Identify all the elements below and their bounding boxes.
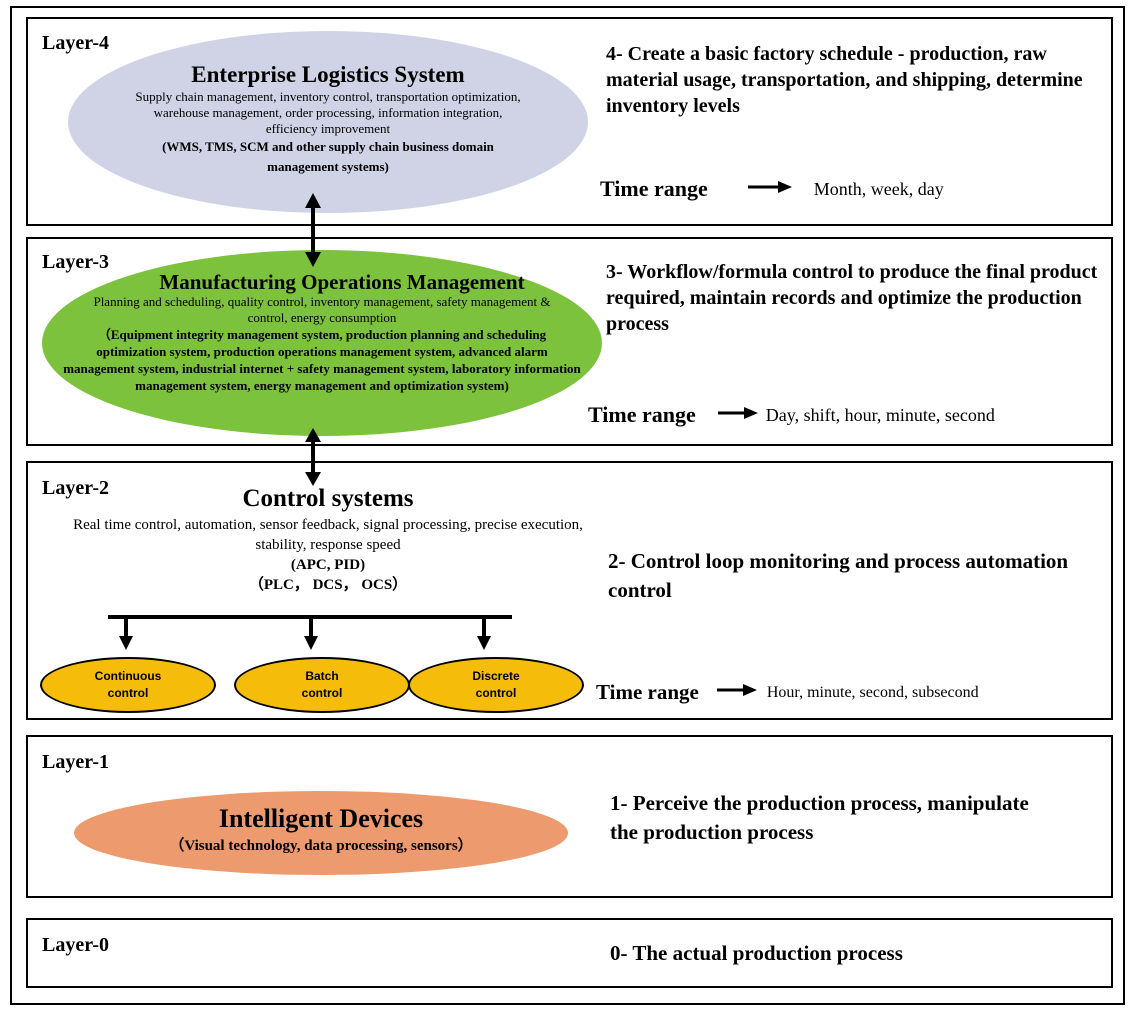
double-arrow-3-2-icon — [305, 428, 321, 486]
intelligent-devices-technologies: （Visual technology, data processing, sen… — [169, 838, 473, 854]
continuous-control-oval: Continuous control — [40, 657, 216, 713]
control-systems-block: Control systems Real time control, autom… — [58, 483, 598, 595]
layer-2-box: Layer-2 Control systems Real time contro… — [26, 461, 1113, 720]
manufacturing-operations-functions: Planning and scheduling, quality control… — [93, 294, 551, 325]
intelligent-devices-title: Intelligent Devices — [218, 804, 424, 833]
arrow-right-icon — [717, 406, 758, 425]
layer-0-label: Layer-0 — [42, 934, 110, 956]
layer-2-description: 2- Control loop monitoring and process a… — [608, 549, 1069, 602]
batch-control-oval: Batch control — [234, 657, 410, 713]
discrete-control-label: Discrete control — [472, 669, 520, 700]
layer-1-label: Layer-1 — [42, 751, 110, 773]
arrow-right-icon — [716, 683, 757, 702]
layer-4-time-range: Time range Month, week, day — [600, 176, 944, 202]
diagram-frame — [10, 6, 1125, 1005]
layer-3-time-value: Day, shift, hour, minute, second — [765, 404, 995, 425]
layer-1-box: Layer-1 Intelligent Devices （Visual tech… — [26, 735, 1113, 898]
manufacturing-operations-title: Manufacturing Operations Management — [159, 270, 525, 294]
layer-4-description: 4- Create a basic factory schedule - pro… — [606, 43, 1083, 117]
manufacturing-operations-ellipse: Manufacturing Operations Management Plan… — [42, 250, 602, 436]
enterprise-logistics-title: Enterprise Logistics System — [191, 62, 465, 87]
control-systems-apc: (APC, PID) — [290, 557, 366, 573]
enterprise-logistics-functions: Supply chain management, inventory contr… — [135, 89, 521, 136]
control-branch-connector — [108, 615, 512, 650]
layer-2-time-label: Time range — [596, 680, 699, 704]
discrete-control-oval: Discrete control — [408, 657, 584, 713]
continuous-control-label: Continuous control — [94, 669, 162, 700]
layer-4-label: Layer-4 — [42, 32, 110, 54]
layer-1-description: 1- Perceive the production process, mani… — [610, 791, 1029, 844]
layer-4-box: Layer-4 Enterprise Logistics System Supp… — [26, 17, 1113, 226]
layer-2-time-range: Time range Hour, minute, second, subseco… — [596, 680, 979, 705]
layer-2-label: Layer-2 — [42, 477, 110, 499]
control-systems-title: Control systems — [242, 485, 414, 512]
double-arrow-4-3-icon — [305, 193, 321, 267]
layer-3-time-label: Time range — [588, 402, 696, 427]
enterprise-logistics-ellipse: Enterprise Logistics System Supply chain… — [68, 31, 588, 213]
layer-0-description: 0- The actual production process — [610, 941, 903, 965]
batch-control-label: Batch control — [301, 669, 343, 700]
layer-3-description: 3- Workflow/formula control to produce t… — [606, 261, 1098, 335]
layer-0-box: Layer-0 0- The actual production process — [26, 918, 1113, 988]
enterprise-logistics-systems: (WMS, TMS, SCM and other supply chain bu… — [162, 139, 494, 174]
layer-2-time-value: Hour, minute, second, subsecond — [766, 683, 979, 701]
layer-4-time-value: Month, week, day — [813, 178, 944, 199]
layer-3-box: Layer-3 Manufacturing Operations Managem… — [26, 237, 1113, 446]
arrow-right-icon — [747, 180, 792, 199]
layer-4-time-label: Time range — [600, 176, 708, 201]
control-systems-plc: （PLC， DCS， OCS） — [248, 577, 408, 593]
intelligent-devices-ellipse: Intelligent Devices （Visual technology, … — [74, 791, 568, 875]
layer-3-time-range: Time range Day, shift, hour, minute, sec… — [588, 402, 995, 428]
layer-3-label: Layer-3 — [42, 251, 110, 273]
control-systems-functions: Real time control, automation, sensor fe… — [73, 517, 583, 553]
manufacturing-operations-systems: （Equipment integrity management system, … — [63, 327, 581, 393]
